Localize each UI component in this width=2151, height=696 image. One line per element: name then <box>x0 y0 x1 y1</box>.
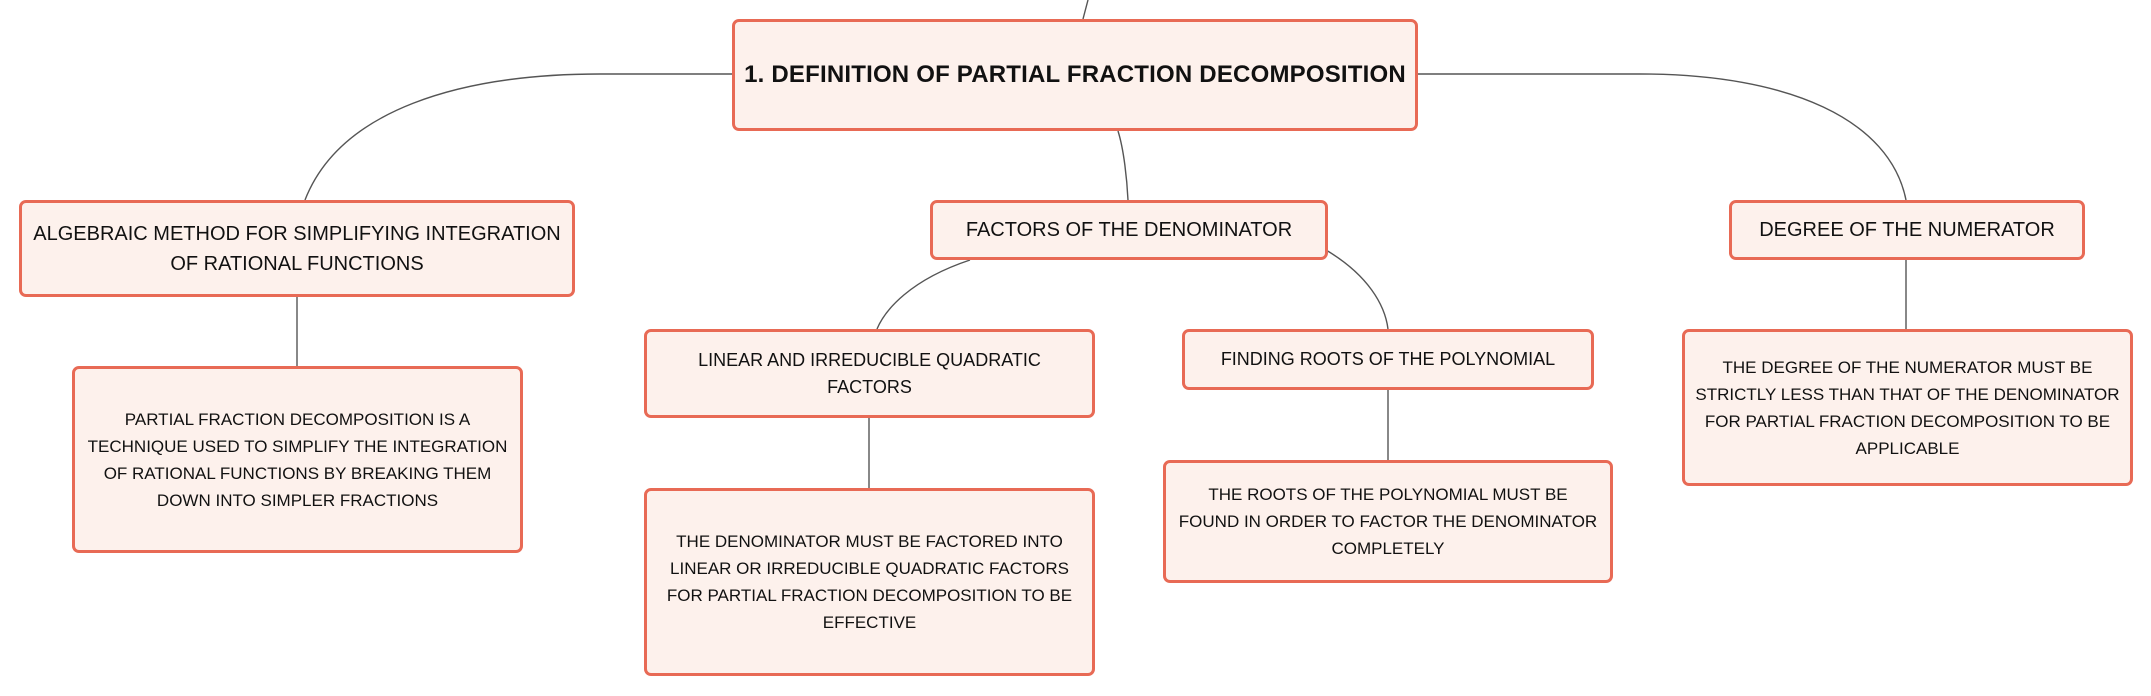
topic-algebraic-method[interactable]: ALGEBRAIC METHOD FOR SIMPLIFYING INTEGRA… <box>19 200 575 297</box>
detail-finding-roots-text: THE ROOTS OF THE POLYNOMIAL MUST BE FOUN… <box>1178 485 1598 558</box>
connector-from-parent <box>1082 0 1089 20</box>
connector-root-to-factors <box>1117 130 1129 201</box>
topic-degree-of-numerator[interactable]: DEGREE OF THE NUMERATOR <box>1729 200 2085 260</box>
connector-factors-to-finding-roots <box>1325 249 1389 330</box>
detail-degree-of-numerator[interactable]: THE DEGREE OF THE NUMERATOR MUST BE STRI… <box>1682 329 2133 486</box>
topic-factors-of-denominator-label: FACTORS OF THE DENOMINATOR <box>965 219 1293 241</box>
detail-degree-of-numerator-text: THE DEGREE OF THE NUMERATOR MUST BE STRI… <box>1695 357 2120 458</box>
detail-algebraic-method-text: PARTIAL FRACTION DECOMPOSITION IS A TECH… <box>87 409 508 510</box>
root-topic-node[interactable]: 1. DEFINITION OF PARTIAL FRACTION DECOMP… <box>732 19 1418 131</box>
detail-algebraic-method[interactable]: PARTIAL FRACTION DECOMPOSITION IS A TECH… <box>72 366 523 553</box>
topic-degree-of-numerator-label: DEGREE OF THE NUMERATOR <box>1759 219 2055 241</box>
connector-factors-to-linear-quadratic <box>876 259 971 330</box>
subtopic-linear-quadratic-factors[interactable]: LINEAR AND IRREDUCIBLE QUADRATIC FACTORS <box>644 329 1095 418</box>
detail-linear-quadratic-factors-text: THE DENOMINATOR MUST BE FACTORED INTO LI… <box>666 532 1073 632</box>
root-topic-title: 1. DEFINITION OF PARTIAL FRACTION DECOMP… <box>744 61 1406 88</box>
detail-linear-quadratic-factors[interactable]: THE DENOMINATOR MUST BE FACTORED INTO LI… <box>644 488 1095 676</box>
detail-finding-roots[interactable]: THE ROOTS OF THE POLYNOMIAL MUST BE FOUN… <box>1163 460 1613 583</box>
connector-root-to-degree <box>1418 73 1907 201</box>
connector-root-to-algebraic-method <box>304 73 732 201</box>
topic-factors-of-denominator[interactable]: FACTORS OF THE DENOMINATOR <box>930 200 1328 260</box>
subtopic-linear-quadratic-factors-label: LINEAR AND IRREDUCIBLE QUADRATIC FACTORS <box>698 349 1041 397</box>
subtopic-finding-roots-label: FINDING ROOTS OF THE POLYNOMIAL <box>1220 349 1556 369</box>
subtopic-finding-roots[interactable]: FINDING ROOTS OF THE POLYNOMIAL <box>1182 329 1594 390</box>
topic-algebraic-method-label: ALGEBRAIC METHOD FOR SIMPLIFYING INTEGRA… <box>33 222 561 275</box>
